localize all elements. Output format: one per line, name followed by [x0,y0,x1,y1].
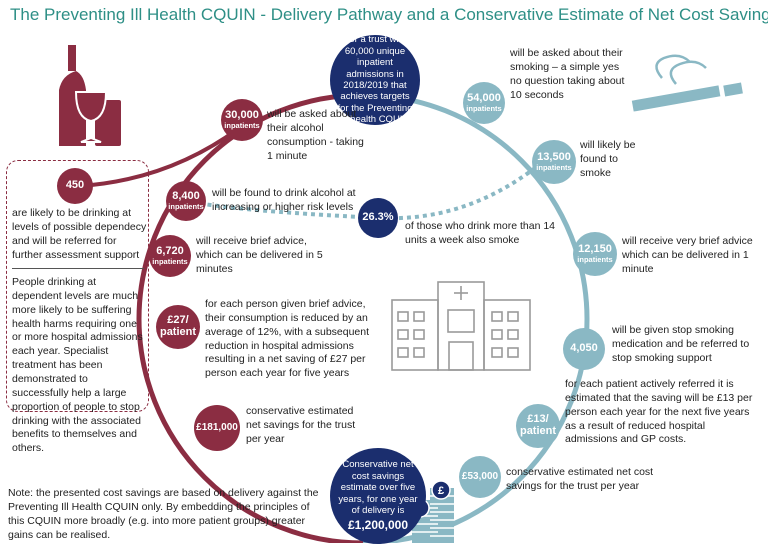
text-13: for each patient actively referred it is… [565,378,753,446]
node-181000: £181,000 [194,405,240,451]
total-savings-value: £1,200,000 [347,518,409,533]
coin-symbol: £ [438,485,444,497]
text-54000: will be asked about their smoking – a si… [510,47,625,101]
node-54000: 54,000 inpatients [463,82,505,124]
dependent-note: People drinking at dependent levels are … [12,276,143,455]
node-450: 450 [57,168,93,204]
hospital-building-icon [391,281,531,371]
co-use-dashed-line [183,158,547,221]
node-27: £27/ patient [156,305,200,349]
text-8400: will be found to drink alcohol at increa… [212,187,356,213]
dependency-box [6,160,149,412]
footnote: Note: the presented cost savings are bas… [8,487,319,541]
text-27: for each person given brief advice, thei… [205,298,370,380]
node-53000: £53,000 [459,456,501,498]
smoking-pathway-arc [362,92,590,543]
text-53000: conservative estimated net cost savings … [506,466,654,492]
centre-top-text: For a trust with 60,000 unique inpatient… [337,34,413,126]
node-12150: 12,150 inpatients [573,232,617,276]
text-4050: will be given stop smoking medication an… [612,324,750,364]
text-181000: conservative estimated net savings for t… [246,405,356,445]
text-6720: will receive brief advice, which can be … [196,235,323,275]
text-26-3-percent: of those who drink more than 14 units a … [405,220,556,246]
node-13: £13/ patient [516,404,560,448]
node-8400: 8,400 inpatients [166,181,206,221]
wine-bottle-glass-icon [59,45,121,146]
text-13500: will likely be found to smoke [580,139,636,179]
divider [12,268,144,269]
text-12150: will receive very brief advice which can… [622,235,753,275]
centre-bottom-node: Conservative net cost savings estimate o… [330,448,426,544]
centre-top-node: For a trust with 60,000 unique inpatient… [330,34,420,126]
node-4050: 4,050 [563,328,605,370]
text-450: are likely to be drinking at levels of p… [12,207,147,261]
centre-bottom-text: Conservative net cost savings estimate o… [338,459,418,516]
page-title: The Preventing Ill Health CQUIN - Delive… [10,5,768,24]
text-30000: will be asked about their alcohol consum… [267,108,364,162]
node-26-3-percent: 26.3% [358,198,398,238]
node-30000: 30,000 inpatients [221,99,263,141]
cigarette-icon [631,54,743,112]
node-13500: 13,500 inpatients [532,140,576,184]
dependency-link-line [79,124,244,188]
node-6720: 6,720 inpatients [149,235,191,277]
